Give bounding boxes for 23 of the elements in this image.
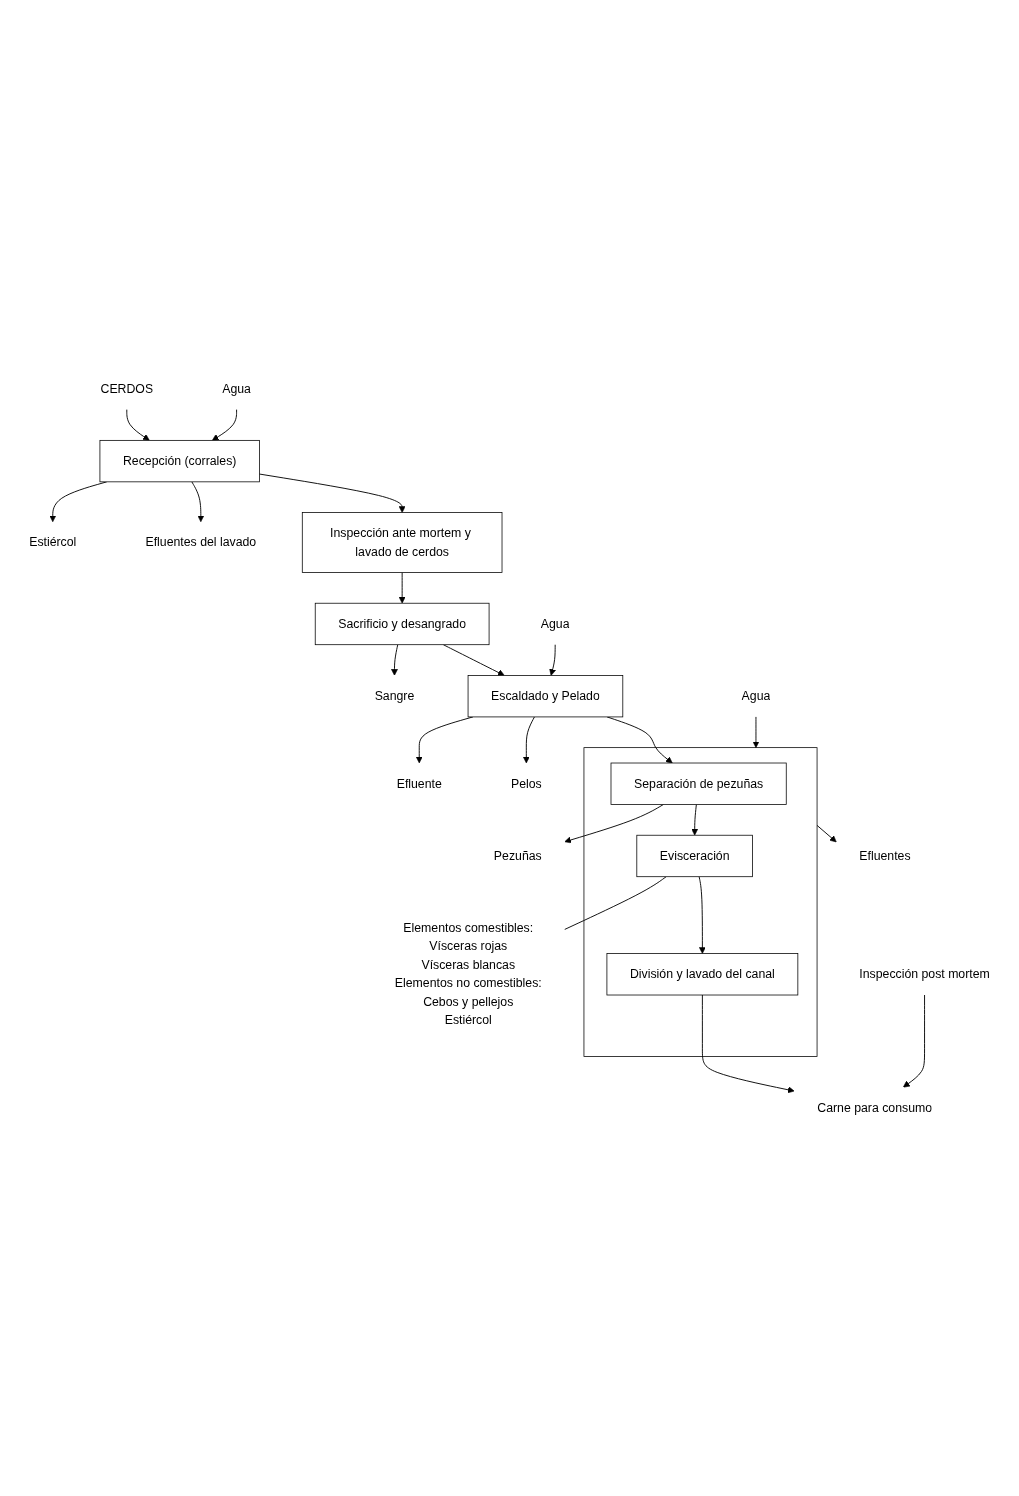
node-text: Agua <box>222 381 251 395</box>
node-text: Agua <box>540 616 570 630</box>
node-text: Sangre <box>374 688 415 702</box>
node-text: Pezuñas <box>493 848 542 862</box>
node-text: Efluentes del lavado <box>145 535 257 549</box>
node-box: Separación de pezuñas <box>610 762 787 805</box>
node-text: Agua <box>741 688 771 702</box>
cluster <box>583 746 818 1057</box>
connector <box>564 875 667 930</box>
node-text: Inspección post mortem <box>859 966 990 980</box>
node-box: Sacrificio y desangrado <box>314 602 490 645</box>
node-box: División y lavado del canal <box>606 952 799 995</box>
node-box: Evisceración <box>636 834 753 877</box>
node-text: Elementos comestibles: Vísceras rojas Vísceras blancas Elementos no comestibles: Cebos y pellejos Estiércol <box>394 920 542 1027</box>
node-box: Inspección ante mortem y lavado de cerdos <box>301 511 503 573</box>
node-text: Carne para consumo <box>817 1100 933 1114</box>
node-box: Recepción (corrales) <box>99 439 260 482</box>
node-text: Efluentes <box>859 848 911 862</box>
node-text: Pelos <box>510 776 542 790</box>
node-text: Efluente <box>396 776 442 790</box>
node-text: Estiércol <box>29 535 77 549</box>
node-box: Escaldado y Pelado <box>467 674 624 717</box>
node-text: CERDOS <box>100 381 154 395</box>
